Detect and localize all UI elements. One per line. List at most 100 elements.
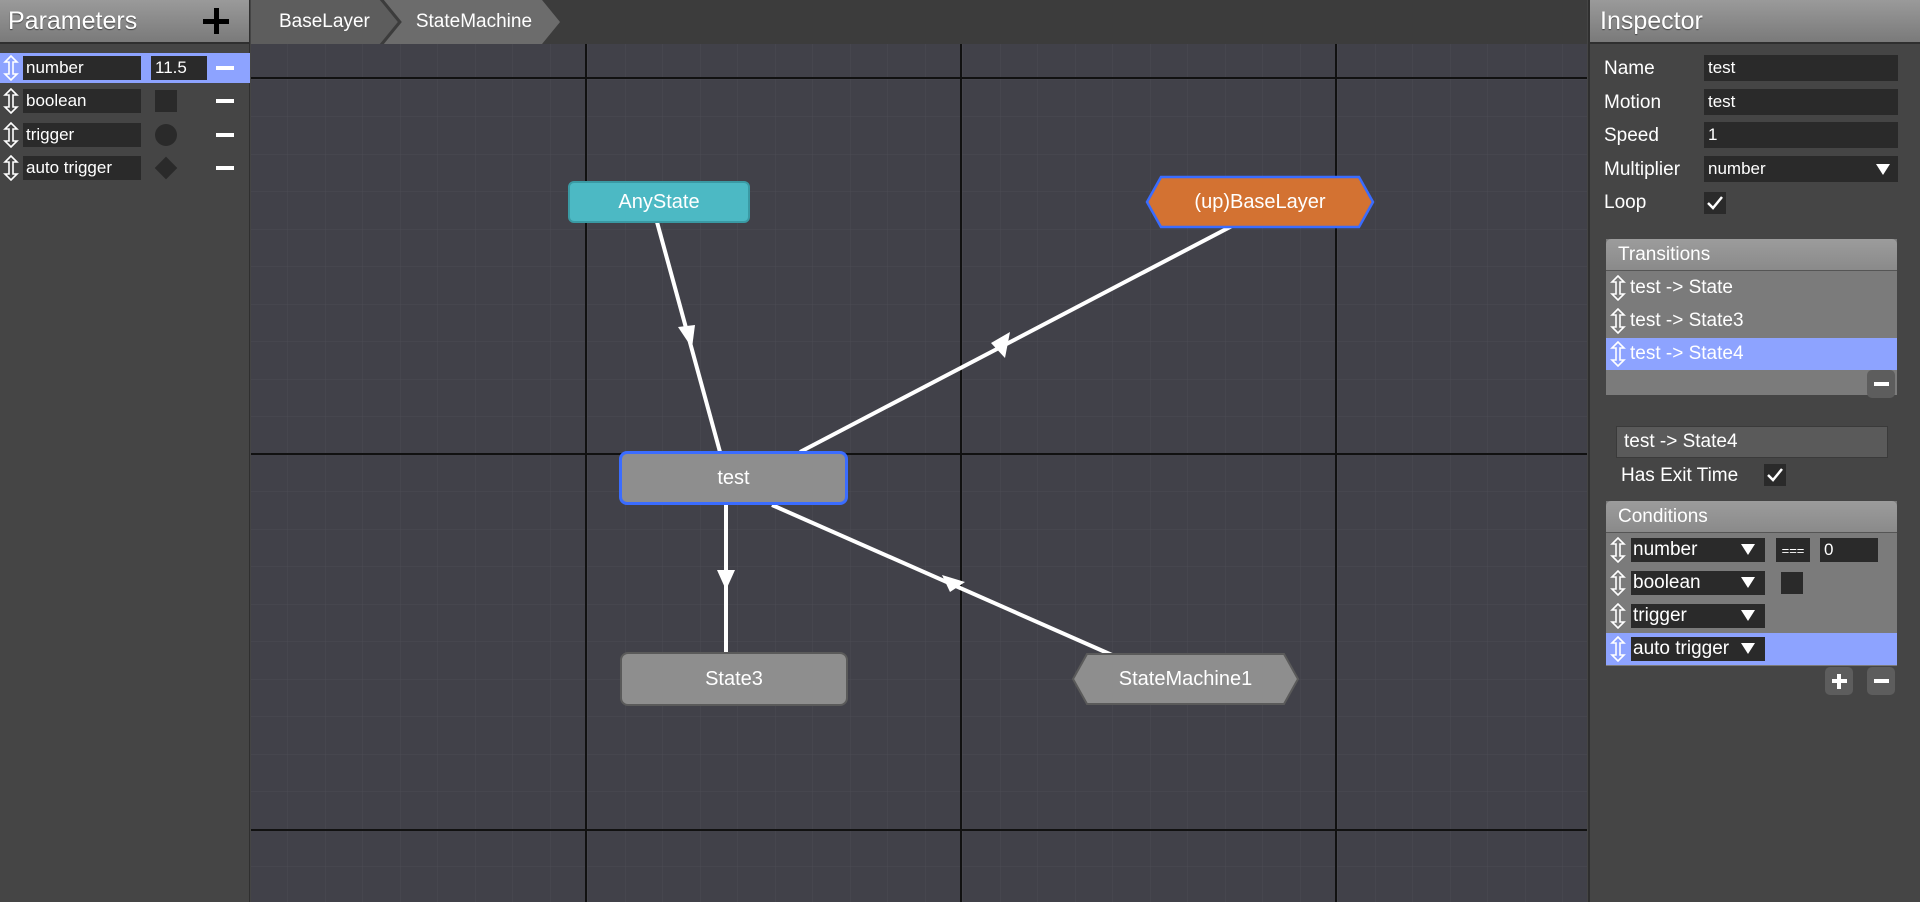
node-label: (up)BaseLayer bbox=[1194, 190, 1326, 213]
add-condition-button[interactable] bbox=[1825, 667, 1853, 695]
has-exit-time-checkbox[interactable] bbox=[1764, 464, 1786, 486]
name-field[interactable]: test bbox=[1704, 55, 1898, 81]
parameter-row-trigger[interactable]: trigger bbox=[0, 120, 250, 150]
multiplier-value: number bbox=[1708, 159, 1766, 178]
transition-name-field[interactable]: test -> State4 bbox=[1616, 426, 1888, 458]
condition-boolean-checkbox[interactable] bbox=[1781, 572, 1803, 594]
remove-parameter-button[interactable] bbox=[216, 133, 234, 137]
remove-parameter-button[interactable] bbox=[216, 99, 234, 103]
checkmark-icon bbox=[1707, 196, 1723, 210]
transition-label: test -> State bbox=[1630, 277, 1733, 298]
remove-transition-button[interactable] bbox=[1867, 370, 1895, 398]
multiplier-label: Multiplier bbox=[1604, 159, 1681, 180]
node-any-state[interactable]: AnyState bbox=[568, 181, 750, 223]
condition-param-value: number bbox=[1633, 539, 1698, 560]
state-machine-canvas[interactable] bbox=[251, 0, 1587, 902]
drag-handle-icon[interactable] bbox=[1606, 635, 1630, 663]
breadcrumb: BaseLayer StateMachine bbox=[251, 0, 1587, 44]
remove-parameter-button[interactable] bbox=[216, 166, 234, 170]
canvas-grid bbox=[251, 0, 1587, 902]
drag-handle-icon[interactable] bbox=[1606, 307, 1630, 335]
arrowhead-icon bbox=[942, 575, 965, 592]
drag-handle-icon[interactable] bbox=[0, 54, 22, 82]
condition-param-select[interactable]: auto trigger bbox=[1631, 637, 1765, 661]
transition-item[interactable]: test -> State3 bbox=[1606, 305, 1897, 337]
condition-row[interactable]: trigger bbox=[1606, 600, 1897, 632]
motion-field[interactable]: test bbox=[1704, 89, 1898, 115]
condition-row-selected[interactable]: auto trigger bbox=[1606, 633, 1897, 665]
parameter-name-field[interactable]: trigger bbox=[23, 123, 141, 147]
transition-item[interactable]: test -> State bbox=[1606, 272, 1897, 304]
plus-icon-vertical bbox=[1837, 674, 1841, 689]
transition-item-selected[interactable]: test -> State4 bbox=[1606, 338, 1897, 370]
chevron-down-icon bbox=[1741, 643, 1755, 654]
remove-parameter-button[interactable] bbox=[216, 66, 234, 70]
boolean-checkbox[interactable] bbox=[155, 90, 177, 112]
chevron-down-icon bbox=[1741, 544, 1755, 555]
parameter-name-field[interactable]: number bbox=[23, 56, 141, 80]
condition-param-value: boolean bbox=[1633, 572, 1701, 593]
drag-handle-icon[interactable] bbox=[1606, 602, 1630, 630]
node-statemachine1[interactable]: StateMachine1 bbox=[1071, 652, 1300, 706]
transition-label: test -> State4 bbox=[1630, 343, 1744, 364]
node-test[interactable]: test bbox=[619, 451, 848, 505]
condition-row[interactable]: boolean bbox=[1606, 567, 1897, 599]
arrowhead-icon bbox=[991, 332, 1010, 358]
transition-test-statemachine1[interactable] bbox=[771, 503, 1113, 657]
condition-value-field[interactable]: 0 bbox=[1820, 538, 1878, 562]
transitions-section: Transitions test -> State test -> State3… bbox=[1606, 239, 1897, 395]
multiplier-select[interactable]: number bbox=[1704, 156, 1898, 182]
node-label: StateMachine1 bbox=[1118, 667, 1253, 690]
inspector-panel: Inspector Name test Motion test Speed 1 … bbox=[1588, 0, 1920, 902]
condition-operator-select[interactable]: === bbox=[1776, 538, 1810, 562]
has-exit-time-label: Has Exit Time bbox=[1621, 465, 1739, 486]
hexagon-shape bbox=[1071, 653, 1300, 705]
drag-handle-icon[interactable] bbox=[0, 154, 22, 182]
node-label: State3 bbox=[705, 667, 763, 690]
node-label: AnyState bbox=[618, 190, 700, 213]
conditions-title: Conditions bbox=[1606, 501, 1897, 533]
parameters-panel: Parameters number 11.5 boolean trigger a… bbox=[0, 0, 250, 902]
arrowhead-icon bbox=[678, 325, 695, 348]
condition-param-value: auto trigger bbox=[1633, 638, 1730, 659]
condition-param-select[interactable]: boolean bbox=[1631, 571, 1765, 595]
condition-row[interactable]: number === 0 bbox=[1606, 534, 1897, 566]
hexagon-shape bbox=[1145, 175, 1375, 229]
condition-param-select[interactable]: number bbox=[1631, 538, 1765, 562]
parameter-row-auto-trigger[interactable]: auto trigger bbox=[0, 153, 250, 183]
drag-handle-icon[interactable] bbox=[1606, 536, 1630, 564]
parameter-row-number[interactable]: number 11.5 bbox=[0, 53, 250, 83]
node-up-baselayer[interactable]: (up)BaseLayer bbox=[1145, 175, 1375, 229]
drag-handle-icon[interactable] bbox=[1606, 274, 1630, 302]
parameters-title: Parameters bbox=[8, 6, 138, 35]
breadcrumb-baselayer[interactable]: BaseLayer bbox=[251, 0, 398, 44]
breadcrumb-statemachine[interactable]: StateMachine bbox=[384, 0, 560, 44]
chevron-down-icon bbox=[1741, 577, 1755, 588]
parameter-value-field[interactable]: 11.5 bbox=[151, 56, 207, 80]
parameter-row-boolean[interactable]: boolean bbox=[0, 86, 250, 116]
parameter-name-field[interactable]: boolean bbox=[23, 89, 141, 113]
trigger-icon[interactable] bbox=[155, 124, 177, 146]
inspector-header: Inspector bbox=[1590, 0, 1920, 44]
remove-condition-button[interactable] bbox=[1867, 667, 1895, 695]
drag-handle-icon[interactable] bbox=[1606, 340, 1630, 368]
speed-field[interactable]: 1 bbox=[1704, 122, 1898, 148]
transition-label: test -> State3 bbox=[1630, 310, 1744, 331]
parameter-name-field[interactable]: auto trigger bbox=[23, 156, 141, 180]
add-parameter-button[interactable] bbox=[201, 6, 231, 36]
motion-label: Motion bbox=[1604, 92, 1662, 113]
drag-handle-icon[interactable] bbox=[0, 121, 22, 149]
drag-handle-icon[interactable] bbox=[1606, 569, 1630, 597]
transition-test-baselayer[interactable] bbox=[799, 224, 1233, 454]
chevron-down-icon bbox=[1876, 164, 1890, 175]
inspector-title: Inspector bbox=[1600, 6, 1703, 35]
node-state3[interactable]: State3 bbox=[620, 652, 848, 706]
condition-param-value: trigger bbox=[1633, 605, 1687, 626]
chevron-down-icon bbox=[1741, 610, 1755, 621]
loop-checkbox[interactable] bbox=[1704, 192, 1726, 214]
drag-handle-icon[interactable] bbox=[0, 87, 22, 115]
name-label: Name bbox=[1604, 58, 1655, 79]
speed-label: Speed bbox=[1604, 125, 1659, 146]
condition-param-select[interactable]: trigger bbox=[1631, 604, 1765, 628]
